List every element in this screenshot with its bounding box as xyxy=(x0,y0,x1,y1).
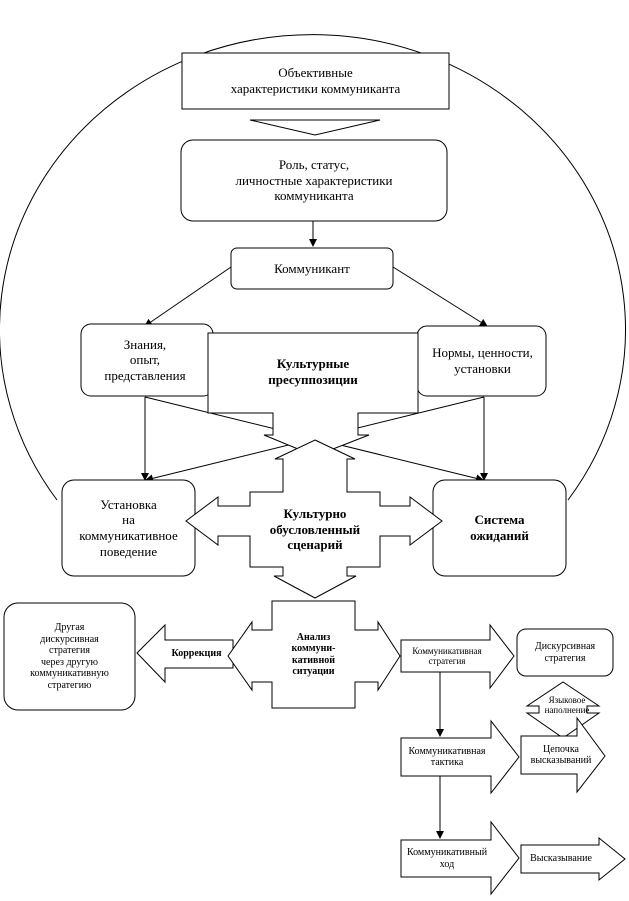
utterance-label: Высказывание xyxy=(530,853,592,865)
role-box xyxy=(180,139,448,222)
move-arrow xyxy=(400,820,520,896)
disc-strategy-box xyxy=(516,628,614,677)
comm-strategy-label: Коммуникативная стратегия xyxy=(412,645,482,666)
analysis-shape xyxy=(227,600,401,709)
knowledge-label: Знания, опыт, представления xyxy=(104,336,186,383)
cultural-presup-label: Культурные пресуппозиции xyxy=(268,356,358,387)
tactic-label: Коммуникативная тактика xyxy=(408,745,486,769)
analysis-label: Анализ коммуни- кативной ситуации xyxy=(291,631,336,678)
cultural-presup-box xyxy=(207,332,419,457)
expectations-label: Система ожиданий xyxy=(470,512,529,543)
tactic-arrow xyxy=(400,719,520,795)
scenario-label: Культурно обусловленный сценарий xyxy=(269,506,361,553)
lang-filling-label: Языковое наполнение xyxy=(544,694,590,715)
move-label: Коммуникативный ход xyxy=(406,847,488,870)
norms-label: Нормы, ценности, установки xyxy=(432,345,533,376)
objective-arrow xyxy=(249,119,381,136)
other-strategy-label: Другая дискурсивная стратегия через друг… xyxy=(30,622,109,691)
role-label: Роль, статус, личностные характеристики … xyxy=(235,157,393,204)
correction-label: Коррекция xyxy=(171,648,222,660)
scenario-shape xyxy=(185,439,443,599)
other-strategy-box xyxy=(3,602,136,711)
communicant-label: Коммуникант xyxy=(274,260,350,276)
chain-label: Цепочка высказываний xyxy=(530,743,592,767)
disc-strategy-label: Дискурсивная стратегия xyxy=(534,641,596,664)
objective-box xyxy=(181,52,450,110)
communicant-box xyxy=(230,247,394,290)
comm-strategy-arrow xyxy=(400,623,515,690)
objective-label: Объективные характеристики коммуниканта xyxy=(230,65,401,96)
chain-arrow xyxy=(520,716,606,794)
attitude-label: Установка на коммуникативное поведение xyxy=(79,496,178,559)
utterance-arrow xyxy=(520,836,626,882)
